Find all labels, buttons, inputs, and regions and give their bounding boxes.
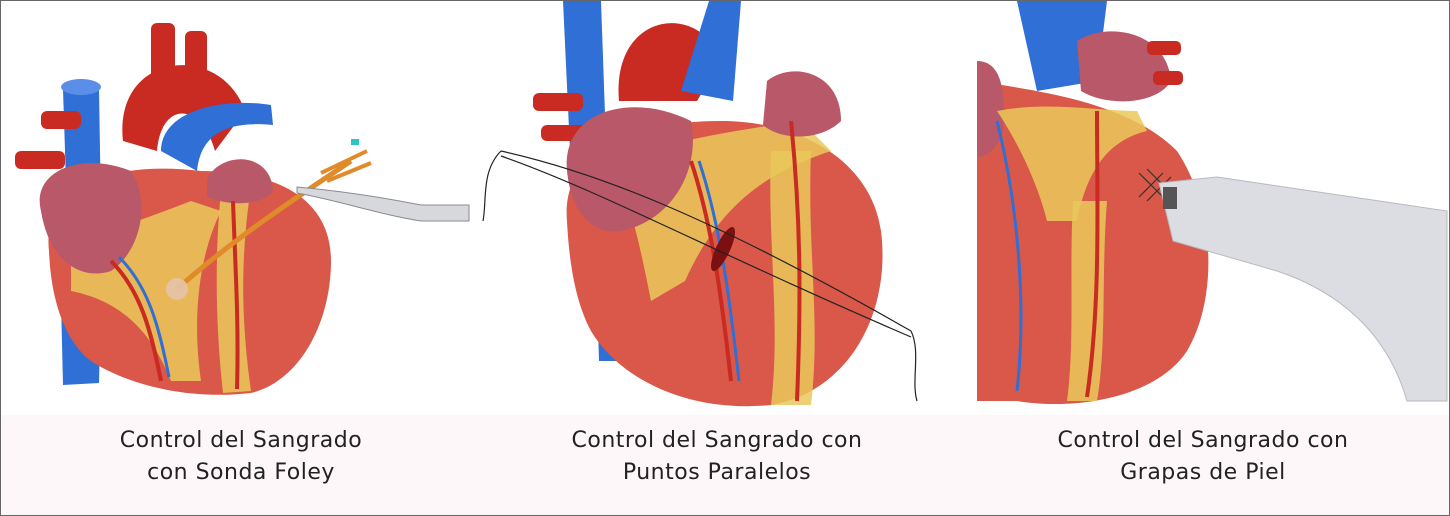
catheter-balloon: [166, 278, 188, 300]
caption-staples-line2: Grapas de Piel: [1120, 460, 1286, 485]
foley-catheter: [175, 158, 353, 291]
coronary-vein: [117, 255, 171, 378]
svc-opening: [61, 79, 101, 95]
caption-sutures-line1: Control del Sangrado con: [571, 428, 863, 453]
aorta-branch-2: [185, 31, 207, 91]
parallel-suture-2: [500, 155, 912, 338]
pulmonary-artery: [681, 1, 741, 101]
right-atrium: [39, 163, 142, 274]
caption-sutures-line2: Puntos Paralelos: [622, 460, 812, 485]
parallel-suture-1: [500, 150, 912, 332]
epicardial-fat-2: [770, 151, 815, 405]
aorta-branch-3: [41, 111, 81, 129]
caption-staples-line1: Control del Sangrado con: [1057, 428, 1349, 453]
panel-staples: [977, 1, 1449, 415]
caption-foley-line2: con Sonda Foley: [147, 460, 335, 485]
coronary-artery-2: [231, 200, 240, 390]
vessel-branch-2: [1153, 71, 1183, 85]
coronary-vein: [995, 120, 1023, 392]
catheter-tip: [351, 139, 359, 145]
epicardial-fat-2: [216, 191, 251, 393]
foley-catheter-branch: [320, 149, 372, 183]
caption-sutures: Control del Sangrado con Puntos Paralelo…: [497, 425, 937, 489]
heart-sutures-illustration: [482, 1, 918, 407]
heart-staples-illustration: [977, 1, 1448, 405]
caption-foley: Control del Sangrado con Sonda Foley: [21, 425, 461, 489]
coronary-artery: [1085, 110, 1100, 398]
aorta-branch-1: [151, 23, 175, 83]
aorta-branch-1: [533, 93, 583, 111]
heart-foley-illustration: [15, 23, 470, 395]
caption-foley-line1: Control del Sangrado: [119, 428, 363, 453]
caption-staples: Control del Sangrado con Grapas de Piel: [983, 425, 1423, 489]
stapler-head-window: [1163, 187, 1177, 209]
left-atrium: [763, 71, 841, 137]
coronary-artery: [109, 259, 163, 382]
aorta-branch-4: [15, 151, 65, 169]
vessel-branch-1: [1147, 41, 1181, 55]
caption-band: [1, 415, 1449, 515]
right-atrium: [566, 107, 693, 232]
suture-tail-left: [482, 150, 502, 222]
epicardial-fat: [997, 106, 1147, 221]
skin-stapler: [1158, 176, 1448, 402]
left-atrium: [207, 159, 273, 204]
right-atrium: [977, 61, 1004, 157]
panel-foley: [1, 1, 481, 415]
panel-sutures: [471, 1, 951, 415]
surgical-clamp: [296, 186, 470, 222]
coronary-artery-2: [789, 120, 802, 402]
suture-tail-right: [910, 330, 918, 402]
pulmonary-artery: [161, 102, 273, 171]
wound-laceration: [711, 227, 735, 271]
